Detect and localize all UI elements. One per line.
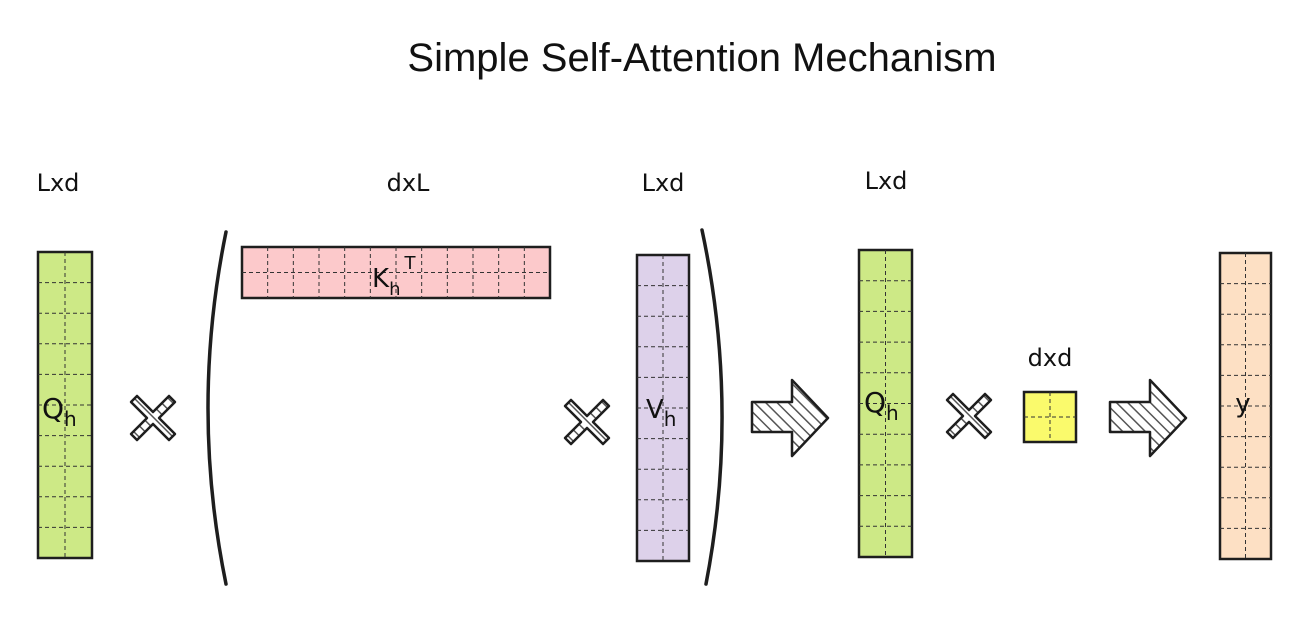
diagram-title: Simple Self-Attention Mechanism: [407, 36, 997, 80]
matrix-q-right: Lxd Qh: [857, 167, 914, 559]
multiply-icon: [129, 394, 177, 442]
dxd-grid: [1024, 392, 1076, 442]
arrow-right-icon: [1108, 378, 1188, 458]
y-label: y: [1235, 389, 1250, 419]
dxd-dim: dxd: [1028, 344, 1073, 372]
arrow-right-icon: [750, 378, 830, 458]
multiply-icon: [945, 392, 993, 440]
right-parenthesis: [700, 228, 724, 586]
k-dim: dxL: [387, 169, 430, 197]
q-right-grid: [859, 250, 912, 557]
left-parenthesis: [206, 230, 228, 586]
matrix-k-transpose: dxL KhT: [240, 169, 552, 300]
y-grid: [1220, 253, 1271, 559]
v-label: Vh: [646, 395, 676, 431]
q-right-label: Qh: [864, 386, 899, 425]
v-grid: [637, 255, 689, 561]
matrix-v: Lxd Vh: [635, 169, 691, 563]
matrix-dxd: dxd: [1022, 344, 1078, 444]
k-grid: [242, 247, 550, 298]
matrix-q-left: Lxd Qh: [37, 169, 94, 560]
k-label: KhT: [372, 253, 416, 300]
q-left-dim: Lxd: [37, 169, 80, 197]
matrix-y: y: [1218, 251, 1273, 561]
v-dim: Lxd: [642, 169, 685, 197]
q-right-dim: Lxd: [865, 167, 908, 195]
multiply-icon: [563, 398, 611, 446]
q-left-grid: [38, 252, 92, 558]
q-left-label: Qh: [42, 392, 77, 431]
